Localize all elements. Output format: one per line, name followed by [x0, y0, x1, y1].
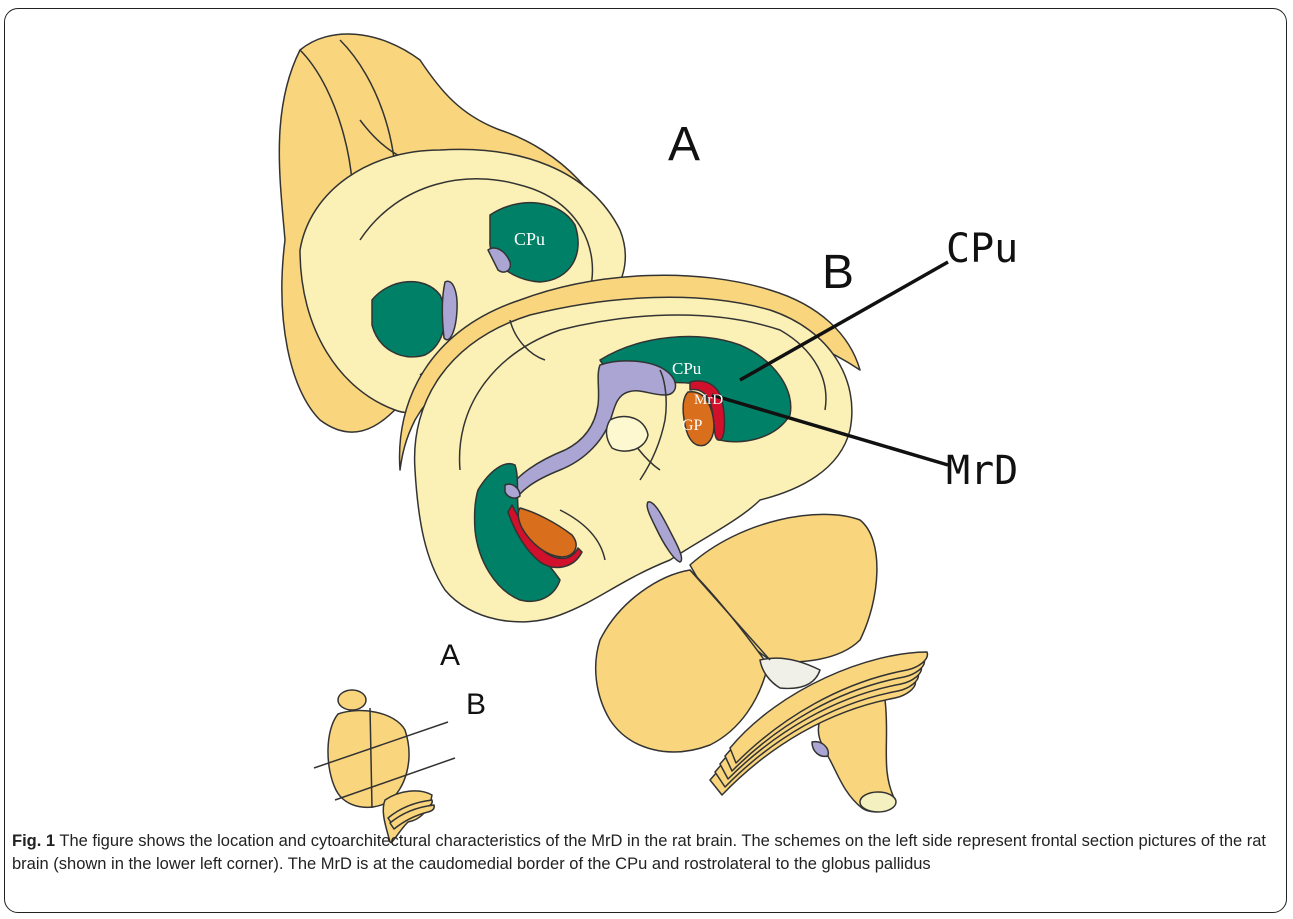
- figure-caption: Fig. 1 The figure shows the location and…: [12, 830, 1280, 876]
- figure-caption-text: The figure shows the location and cytoar…: [12, 832, 1266, 873]
- section-a-cpu-label: CPu: [514, 229, 545, 249]
- section-b-gp-label: GP: [682, 417, 703, 434]
- panel-label-b: B: [822, 246, 854, 299]
- section-b-mrd-label: MrD: [694, 392, 723, 408]
- section-a-cpu-left: [372, 282, 445, 357]
- figure-caption-label: Fig. 1: [12, 832, 55, 850]
- section-b-cpu-label: CPu: [672, 359, 702, 378]
- brainstem-end: [860, 792, 896, 812]
- inset-label-b: B: [466, 688, 486, 721]
- inset-brain: [314, 690, 455, 842]
- panel-label-a: A: [668, 118, 700, 171]
- inset-label-a: A: [440, 639, 460, 672]
- mrd-callout-label: MrD: [946, 448, 1018, 494]
- cpu-callout-label: CPu: [946, 226, 1018, 272]
